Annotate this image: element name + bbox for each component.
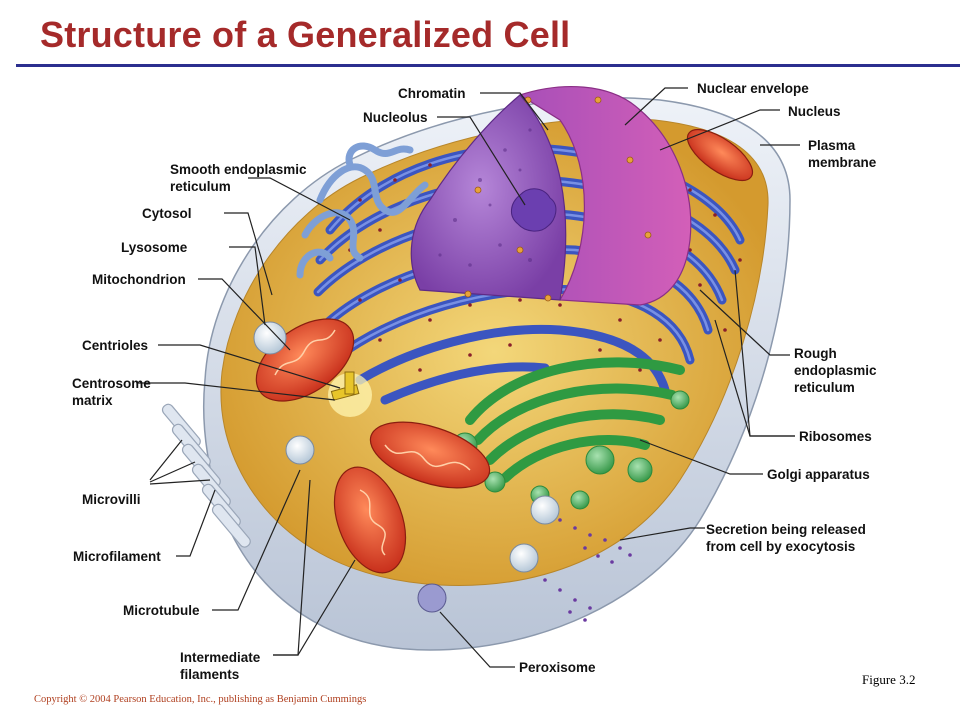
label-centrioles: Centrioles <box>82 338 148 353</box>
figure-reference: Figure 3.2 <box>862 672 916 687</box>
label-centrosome-matrix-1: Centrosome <box>72 376 151 391</box>
golgi-shape <box>465 357 685 483</box>
exocytosis-particles <box>543 518 632 622</box>
vesicle-2 <box>509 543 539 573</box>
labels: Chromatin Nucleolus Nuclear envelope Nuc… <box>72 81 877 682</box>
label-rough-er-1: Rough <box>794 346 837 361</box>
label-peroxisome: Peroxisome <box>519 660 596 675</box>
label-lysosome: Lysosome <box>121 240 188 255</box>
label-microtubule: Microtubule <box>123 603 200 618</box>
label-chromatin: Chromatin <box>398 86 466 101</box>
nucleus-cut-face <box>410 94 567 301</box>
label-cytosol: Cytosol <box>142 206 192 221</box>
label-microvilli: Microvilli <box>82 492 141 507</box>
label-smooth-er-1: Smooth endoplasmic <box>170 162 307 177</box>
label-ribosomes: Ribosomes <box>799 429 872 444</box>
copyright-notice: Copyright © 2004 Pearson Education, Inc.… <box>34 694 367 705</box>
leader-lines <box>138 87 800 668</box>
label-rough-er-3: reticulum <box>794 380 855 395</box>
label-nucleolus: Nucleolus <box>363 110 428 125</box>
mitochondrion-2 <box>369 421 491 489</box>
nucleolus-shape <box>511 188 557 232</box>
label-plasma-membrane-1: Plasma <box>808 138 856 153</box>
centrosome <box>328 371 372 417</box>
label-mitochondrion: Mitochondrion <box>92 272 186 287</box>
centriole-2 <box>344 371 355 395</box>
label-centrosome-matrix-2: matrix <box>72 393 113 408</box>
label-plasma-membrane-2: membrane <box>808 155 877 170</box>
nuclear-envelope-shape <box>518 86 692 306</box>
microvilli-shape <box>161 403 251 548</box>
label-microfilament: Microfilament <box>73 549 161 564</box>
slide-title: Structure of a Generalized Cell <box>40 14 571 55</box>
label-nucleus: Nucleus <box>788 104 841 119</box>
secretory-vesicle <box>530 495 560 525</box>
lysosome-shape <box>253 321 287 355</box>
label-intermediate-filaments-1: Intermediate <box>180 650 261 665</box>
vesicle-1 <box>285 435 315 465</box>
title-rule <box>16 64 960 67</box>
label-secretion-2: from cell by exocytosis <box>706 539 855 554</box>
label-intermediate-filaments-2: filaments <box>180 667 239 682</box>
label-nuclear-envelope: Nuclear envelope <box>697 81 809 96</box>
label-secretion-1: Secretion being released <box>706 522 866 537</box>
label-smooth-er-2: reticulum <box>170 179 231 194</box>
nucleus-shape <box>410 86 692 306</box>
label-golgi-apparatus: Golgi apparatus <box>767 467 870 482</box>
peroxisome-shape <box>417 583 447 613</box>
label-rough-er-2: endoplasmic <box>794 363 877 378</box>
mitochondrion-3 <box>333 466 407 574</box>
mitochondrion-4 <box>686 128 754 182</box>
